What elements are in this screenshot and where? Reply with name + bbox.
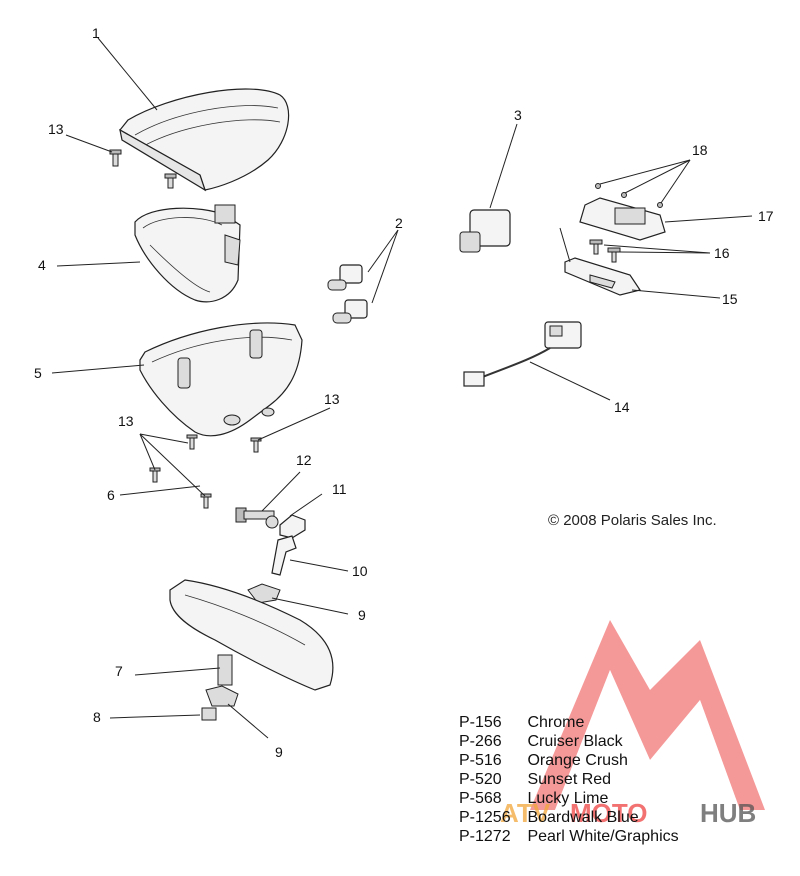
callout-13-lower: 13 [118,413,134,429]
callout-18: 18 [692,142,708,158]
callout-1: 1 [92,25,100,41]
screw-13-top [109,149,177,189]
color-name: Chrome [527,714,585,731]
color-code: P-520 [459,771,502,788]
color-name: Sunset Red [527,771,612,788]
callout-5: 5 [34,365,42,381]
color-name: Lucky Lime [527,790,609,807]
color-row: P-520 Sunset Red [459,770,679,789]
callout-17: 17 [758,208,774,224]
part-handlebar-clamp [169,579,334,691]
part-screws-16 [589,239,621,263]
callout-10: 10 [352,563,368,579]
callout-3: 3 [514,107,522,123]
part-headlight-assembly [134,204,241,303]
color-code: P-568 [459,790,502,807]
watermark-prefix: ATV [500,798,551,828]
color-name: Pearl White/Graphics [527,828,679,845]
part-bolt-12 [235,507,275,523]
callout-9-bottom: 9 [275,744,283,760]
callout-11: 11 [332,481,347,497]
callout-2: 2 [395,215,403,231]
callout-7: 7 [115,663,123,679]
color-code: P-1256 [459,809,511,826]
color-row: P-156 Chrome [459,713,679,732]
callout-9-top: 9 [358,607,366,623]
part-headlight-housing [139,322,303,437]
part-bulbs [327,264,368,324]
color-code: P-156 [459,714,502,731]
watermark-hub: HUB [700,798,756,828]
color-code: P-516 [459,752,502,769]
callout-13-right: 13 [324,391,340,407]
color-code: P-266 [459,733,502,750]
callout-13-top: 13 [48,121,64,137]
copyright-notice: © 2008 Polaris Sales Inc. [548,512,717,529]
callout-14: 14 [614,399,630,415]
part-nut-8 [201,707,217,721]
color-row: P-516 Orange Crush [459,751,679,770]
paint-color-code-list: P-156 Chrome P-266 Cruiser Black P-516 O… [459,713,679,846]
color-name: Boardwalk Blue [527,809,639,826]
screws-lower [149,434,262,509]
color-name: Orange Crush [527,752,628,769]
watermark-moto: MOTO [570,798,648,828]
color-code: P-1272 [459,828,511,845]
watermark-logo [530,620,765,810]
callout-12: 12 [296,452,312,468]
part-headlight-cover [119,88,290,192]
callout-4: 4 [38,257,46,273]
callout-16: 16 [714,245,730,261]
callout-8: 8 [93,709,101,725]
part-wire-harness [463,321,582,387]
color-row: P-568 Lucky Lime [459,789,679,808]
part-grommet-9-bottom [205,685,239,707]
color-name: Cruiser Black [527,733,623,750]
part-switch-bracket [579,183,666,241]
part-bracket-10 [271,535,297,576]
part-lower-housing [564,257,641,296]
color-row: P-1256 Boardwalk Blue [459,808,679,827]
callout-6: 6 [107,487,115,503]
watermark-text: ATV MOTO HUB [500,798,756,828]
color-row: P-266 Cruiser Black [459,732,679,751]
part-bushing-11 [265,514,306,539]
callout-15: 15 [722,291,738,307]
color-row: P-1272 Pearl White/Graphics [459,827,679,846]
part-bulb-socket [459,209,511,253]
